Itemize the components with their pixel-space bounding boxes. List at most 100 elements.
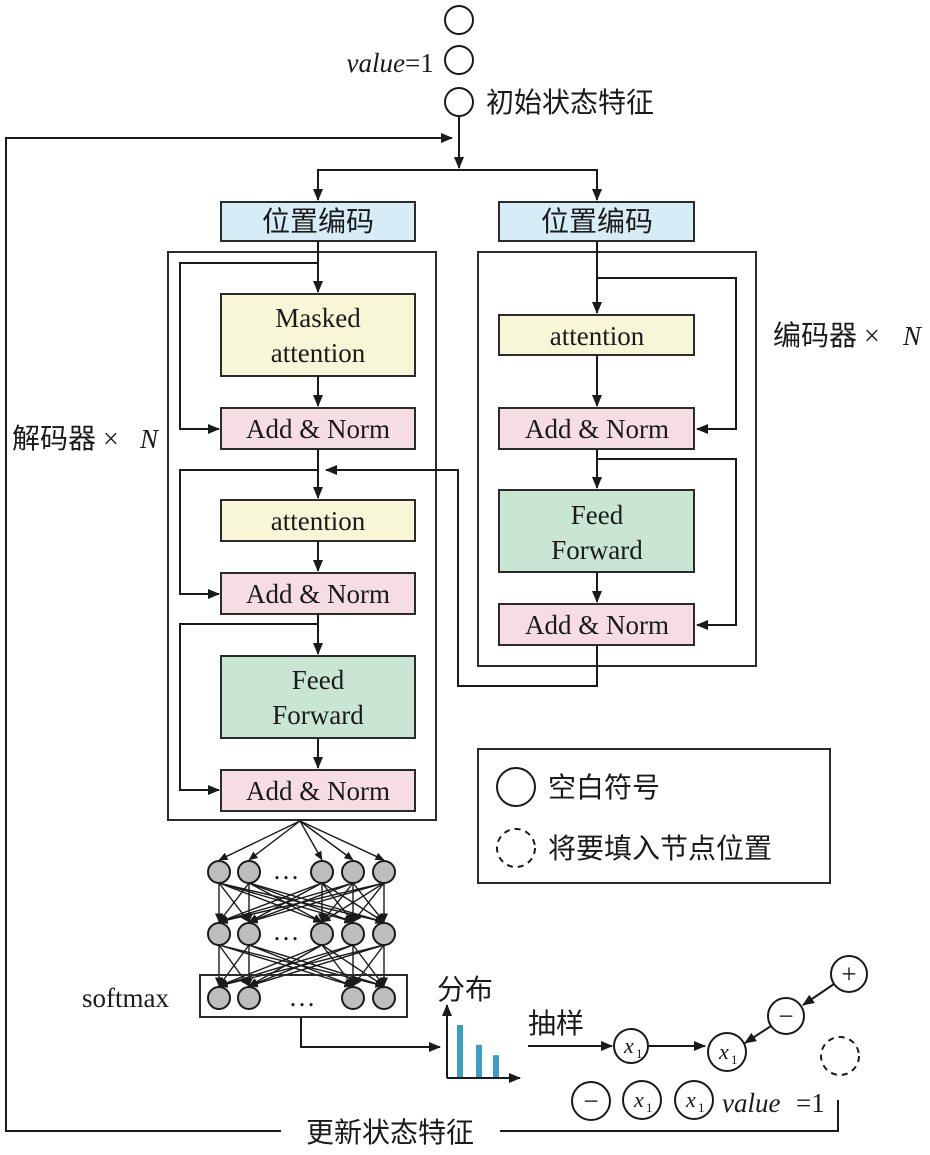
legend-box (477, 748, 831, 884)
dec-residual-1 (179, 262, 318, 434)
decoder-masked-attention (220, 293, 416, 377)
decoder-add-norm-2-label: Add & Norm (246, 579, 390, 609)
mlp-node-layer2 (237, 922, 261, 946)
mlp-input-edge (218, 820, 301, 861)
mlp-edge-l2-l3 (248, 944, 385, 988)
mlp-edge-l2-l3 (352, 944, 385, 987)
legend-blank-symbol-label: 空白符号 (548, 772, 660, 804)
softmax-node (207, 986, 231, 1010)
feedback-loop-right (500, 1100, 839, 1132)
mlp-ellipsis-2: … (273, 916, 300, 946)
mlp-input-edge (299, 820, 323, 861)
masked-attention-line2: attention (271, 338, 366, 368)
decoder-attention (220, 499, 416, 542)
input-node-3 (444, 87, 474, 117)
seq-x1-node-2-sub: 1 (698, 1100, 705, 1115)
node-plus-symbol: + (841, 959, 856, 989)
mlp-ellipsis-3: … (289, 982, 316, 1012)
dec-residual-2 (179, 469, 318, 599)
seq-x1-node-1-var: x (633, 1087, 644, 1112)
legend-dashed-circle-icon (496, 828, 536, 868)
mlp-node-layer2 (341, 922, 365, 946)
decoder-pos-enc-label: 位置编码 (262, 206, 374, 238)
dec-residual-3 (179, 623, 318, 795)
masked-attention-line1: Masked (275, 303, 361, 333)
softmax-to-dist-arrow (300, 1017, 441, 1052)
node-x1-b (707, 1032, 747, 1072)
sampling-label: 抽样 (528, 1008, 584, 1040)
mlp-node-layer2 (310, 922, 334, 946)
node-x1-b-sub: 1 (731, 1052, 738, 1067)
seq-x1-node-1-sub: 1 (646, 1100, 653, 1115)
node-x1-a-var: x (623, 1033, 634, 1058)
bottom-sequence: − x 1 x 1 value =1 (571, 1080, 825, 1121)
node-x1-b-var: x (718, 1039, 729, 1064)
split-line (317, 169, 598, 194)
mlp-edge-l1-l2 (218, 882, 385, 924)
legend-solid-circle-icon (496, 767, 536, 807)
node-plus (830, 955, 868, 993)
encoder-attention-label: attention (550, 321, 645, 351)
distribution-bar (457, 1025, 463, 1077)
input-node-2 (444, 45, 474, 75)
distribution-chart: 分布 (437, 974, 521, 1083)
plus-to-minus-arrow (802, 983, 835, 1006)
distribution-bars (457, 1025, 499, 1077)
decoder-add-norm-2 (220, 572, 416, 615)
mlp-edge-l1-l2 (218, 882, 354, 924)
input-node-1 (444, 5, 474, 35)
seq-minus-symbol: − (583, 1086, 598, 1116)
mlp-edge-l1-l2 (352, 882, 385, 923)
softmax-node (372, 986, 396, 1010)
decoder-frame (167, 251, 437, 821)
encoder-frame (477, 251, 757, 667)
enc-residual-1 (597, 277, 737, 434)
softmax-node (341, 986, 365, 1010)
seq-minus-node (571, 1081, 611, 1121)
legend-fill-position-label: 将要填入节点位置 (548, 833, 772, 865)
mlp-edge-l2-l3 (218, 944, 354, 988)
mlp-input-edge (248, 820, 301, 861)
mlp-input-edge (299, 820, 354, 861)
softmax-label: softmax (82, 983, 169, 1013)
encoder-positional-encoding (498, 201, 695, 242)
update-state-label: 更新状态特征 (306, 1117, 474, 1149)
encoder-feed-line1: Feed (571, 500, 624, 530)
decoder-attention-label: attention (271, 506, 366, 536)
encoder-to-decoder-line (325, 465, 598, 687)
seq-value-var: value (722, 1088, 780, 1118)
mlp-network (207, 820, 396, 1010)
decoder-feed-line1: Feed (292, 665, 345, 695)
decoder-add-norm-1-label: Add & Norm (246, 414, 390, 444)
encoder-feed-line2: Forward (551, 535, 643, 565)
mlp-node-layer1 (341, 860, 365, 884)
decoder-stack-label: 解码器 × (12, 423, 119, 455)
distribution-bar (493, 1055, 499, 1077)
mlp-node-layer1 (372, 860, 396, 884)
mlp-ellipsis-1: … (273, 855, 300, 885)
seq-x1-node-2 (674, 1080, 714, 1120)
value-label-var: value (347, 48, 405, 78)
encoder-stack-n: N (902, 321, 923, 351)
mlp-edge-l1-l2 (248, 882, 385, 924)
node-minus (767, 997, 805, 1035)
value-label-eq: =1 (405, 48, 434, 78)
decoder-feed-forward (220, 655, 416, 739)
decoder-feed-line2: Forward (272, 700, 364, 730)
encoder-feed-forward (498, 489, 695, 573)
node-minus-symbol: − (778, 1001, 793, 1031)
mlp-edge-l2-l3 (321, 944, 354, 987)
feedback-loop-line (5, 133, 453, 1132)
input-nodes: value =1 初始状态特征 (347, 5, 654, 119)
decoder-add-norm-3 (220, 769, 416, 812)
softmax-box (199, 974, 408, 1018)
decoder-stack-n: N (139, 424, 160, 454)
softmax-node (237, 986, 261, 1010)
encoder-pos-enc-label: 位置编码 (541, 206, 653, 238)
decoder-add-norm-3-label: Add & Norm (246, 776, 390, 806)
encoder: 位置编码 attention Add & Norm Feed Forward A… (325, 201, 923, 687)
node-x1-a-sub: 1 (636, 1046, 643, 1061)
decoder-positional-encoding (220, 201, 416, 242)
mlp-node-layer2 (207, 922, 231, 946)
